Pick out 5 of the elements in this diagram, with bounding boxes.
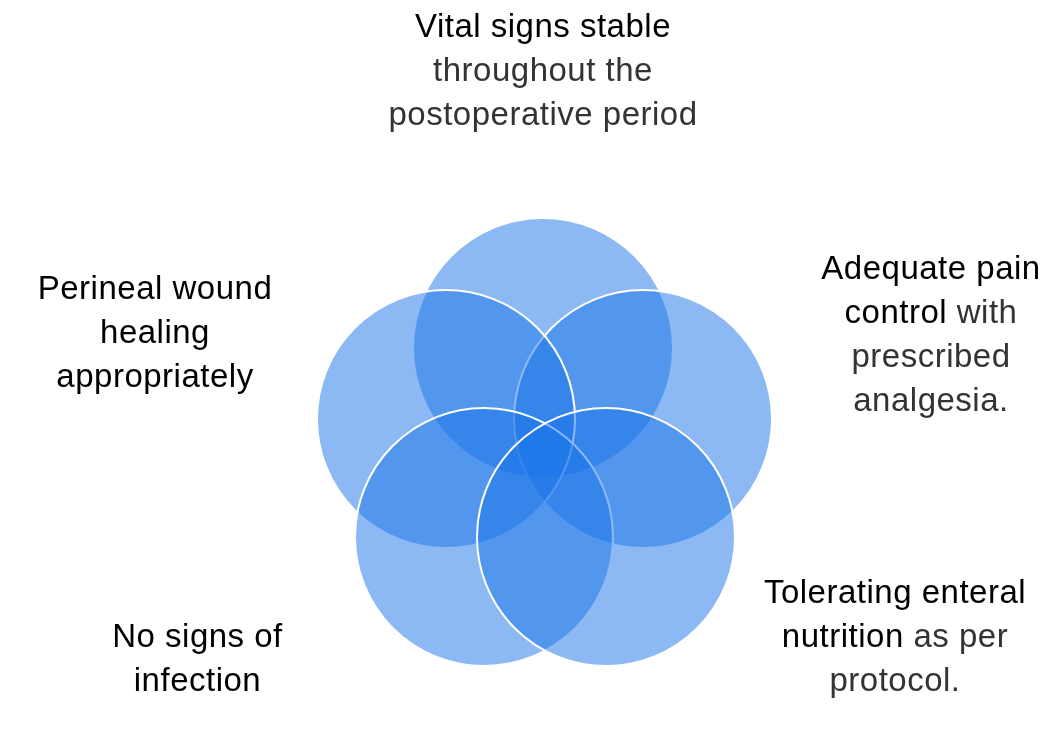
outcome-label: Adequate pain control with prescribed analgesia. — [820, 248, 1042, 420]
outcome-label: No signs of infection — [111, 616, 284, 700]
outcome-label: Tolerating enteral nutrition as per protocol. — [762, 572, 1028, 700]
outcome-label: Vital signs stable throughout the postoperative period — [387, 6, 699, 134]
outcome-label: Perineal wound healing appropriately — [36, 268, 274, 396]
